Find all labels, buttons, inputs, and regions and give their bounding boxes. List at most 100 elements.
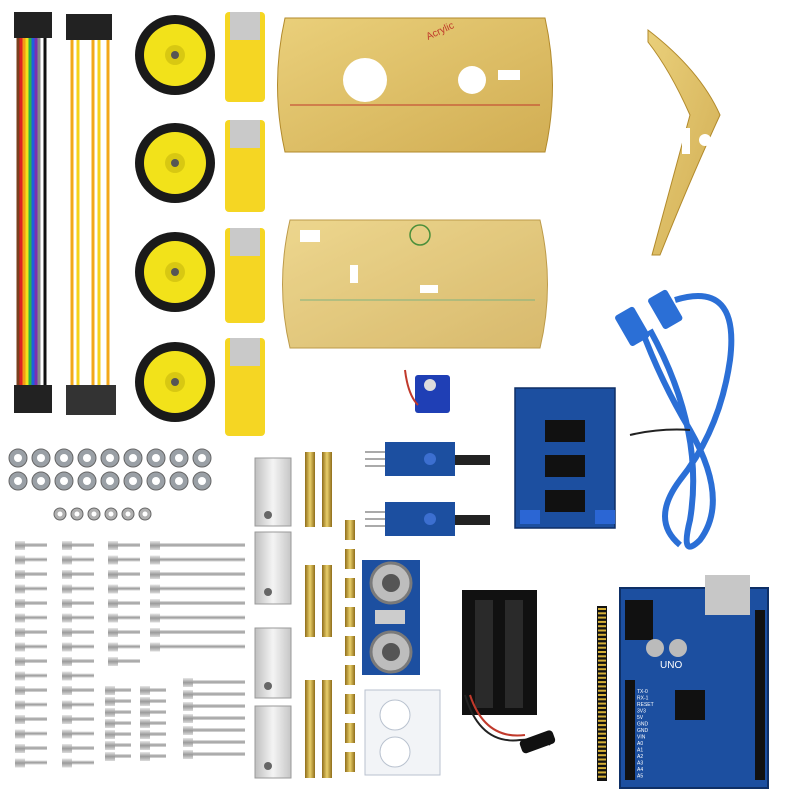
pin-label: GND: [637, 728, 649, 734]
pin-label: RX-1: [637, 696, 649, 702]
pin-label: A5: [637, 774, 643, 780]
screw: [150, 642, 245, 652]
wheel: [135, 342, 215, 422]
pin-header-strip: [597, 606, 607, 781]
brass-standoff: [345, 752, 355, 772]
hex-nut: [77, 448, 97, 468]
screw: [108, 570, 140, 579]
screw: [62, 541, 94, 550]
ir-sensor-module: [365, 502, 490, 536]
pin-label: A0: [637, 741, 643, 747]
screw: [105, 741, 131, 750]
screw: [15, 729, 47, 739]
screw: [15, 744, 47, 753]
ultrasonic-holder: [364, 689, 441, 776]
brass-standoff: [345, 723, 355, 743]
screw: [15, 686, 47, 695]
hex-nut: [100, 448, 120, 468]
hex-nut: [123, 471, 143, 491]
screw: [150, 599, 245, 608]
brass-standoff: [345, 520, 355, 540]
brass-standoff: [345, 578, 355, 598]
wheel: [135, 123, 215, 203]
screw: [62, 657, 94, 666]
screw: [105, 730, 131, 739]
screw: [62, 715, 94, 724]
screw: [15, 613, 47, 623]
brass-standoff: [345, 694, 355, 714]
pin-label: 3V3: [637, 709, 646, 715]
brass-standoff: [322, 565, 332, 637]
screw: [108, 541, 140, 550]
screw: [15, 628, 47, 637]
hex-nut: [104, 507, 118, 521]
screw: [108, 599, 140, 608]
hex-nut: [146, 448, 166, 468]
hex-nut: [53, 507, 67, 521]
screw: [150, 555, 245, 565]
hex-nut: [70, 507, 84, 521]
screw: [105, 697, 131, 706]
screw: [183, 702, 245, 711]
acrylic-chassis-top-plate: Acrylic: [277, 17, 553, 153]
brass-standoff: [345, 549, 355, 569]
screw: [15, 541, 47, 550]
screw: [62, 686, 94, 695]
screw: [183, 678, 245, 687]
pin-label: GND: [637, 722, 649, 728]
pin-label: A3: [637, 761, 643, 767]
screw: [15, 570, 47, 579]
screw: [108, 657, 140, 666]
screw: [62, 599, 94, 608]
hex-nut: [54, 471, 74, 491]
pin-label: RESET: [637, 702, 654, 708]
screw: [62, 671, 94, 681]
uno-board: UNO TX-0RX-1RESET3V35VGNDGNDVINA0A1A2A3A…: [619, 575, 769, 789]
screw: [62, 642, 94, 652]
screw: [105, 752, 131, 761]
brass-standoff: [305, 452, 315, 527]
screw: [62, 628, 94, 637]
screw: [62, 700, 94, 710]
screw: [15, 584, 47, 594]
aluminum-brackets: [254, 457, 292, 779]
screw: [150, 570, 245, 579]
screw: [108, 628, 140, 637]
gear-motor: [225, 120, 265, 212]
screw: [150, 541, 245, 550]
screw: [183, 738, 245, 747]
screw: [183, 750, 245, 759]
screw: [150, 584, 245, 594]
screw: [105, 686, 131, 695]
hex-nut: [138, 507, 152, 521]
hex-nut: [146, 471, 166, 491]
motor-driver-shield: [514, 387, 616, 529]
hex-nut: [8, 448, 28, 468]
screw: [183, 690, 245, 699]
screw: [108, 584, 140, 594]
wheels-and-motors: [135, 12, 265, 436]
hex-nut: [31, 448, 51, 468]
hex-nut: [31, 471, 51, 491]
acrylic-chassis-bottom-plate: [282, 219, 548, 349]
screw: [150, 613, 245, 623]
usb-cable: [615, 289, 735, 550]
screw: [140, 686, 166, 695]
screw: [62, 584, 94, 594]
screw: [140, 741, 166, 750]
screw: [183, 714, 245, 723]
brass-standoffs: [305, 452, 355, 778]
hex-nut: [123, 448, 143, 468]
micro-servo: [404, 369, 450, 413]
screws: [15, 541, 245, 768]
screw: [140, 719, 166, 728]
pin-label: A2: [637, 754, 643, 760]
hex-nut: [169, 471, 189, 491]
brass-standoff: [322, 680, 332, 778]
battery-holder: [462, 590, 556, 754]
screw: [62, 758, 94, 768]
brass-standoff: [305, 680, 315, 778]
screw: [105, 719, 131, 728]
hex-nut: [8, 471, 28, 491]
screw: [140, 752, 166, 761]
